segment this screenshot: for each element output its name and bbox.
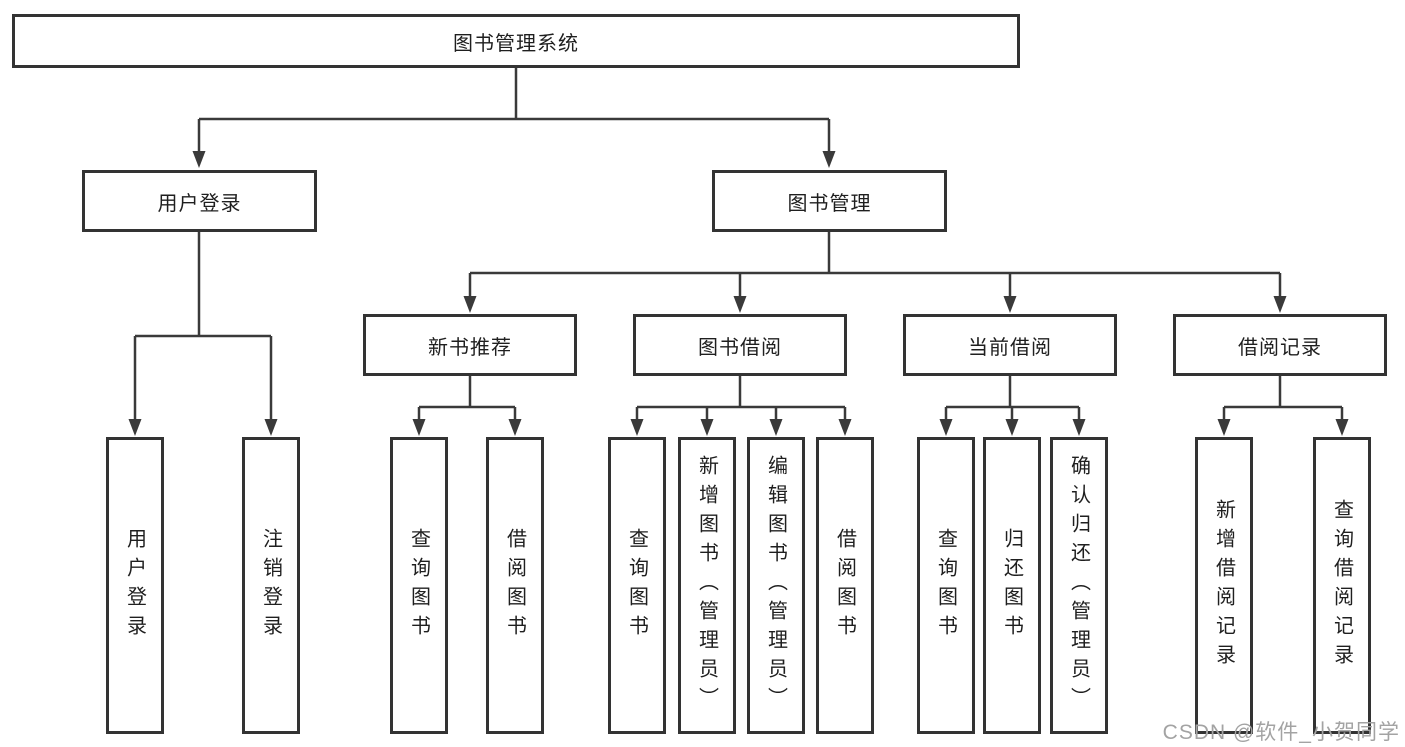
node-new-book-recommend: 新书推荐 [363,314,577,376]
node-root-system: 图书管理系统 [12,14,1020,68]
leaf-add-books-admin: 新增图书（管理员） [678,437,736,734]
leaf-logout-label: 注销登录 [259,527,282,644]
leaf-return-books-label: 归还图书 [1000,527,1023,644]
node-user-login-label: 用户登录 [157,192,242,215]
leaf-edit-books-admin-label: 编辑图书（管理员） [764,455,787,716]
node-root-label: 图书管理系统 [453,32,579,55]
node-borrow-records-label: 借阅记录 [1238,336,1322,359]
node-borrow-records: 借阅记录 [1173,314,1387,376]
leaf-confirm-return-admin: 确认归还（管理员） [1050,437,1108,734]
leaf-current-query-books: 查询图书 [917,437,975,734]
leaf-query-borrow-record: 查询借阅记录 [1313,437,1371,734]
leaf-add-books-admin-label: 新增图书（管理员） [695,455,718,716]
leaf-recommend-query-books-label: 查询图书 [407,527,430,644]
leaf-add-borrow-record: 新增借阅记录 [1195,437,1253,734]
node-current-borrow: 当前借阅 [903,314,1117,376]
leaf-logout: 注销登录 [242,437,300,734]
leaf-return-books: 归还图书 [983,437,1041,734]
leaf-borrow-books: 借阅图书 [816,437,874,734]
node-book-borrow-label: 图书借阅 [698,336,782,359]
leaf-borrow-query-books-label: 查询图书 [625,527,648,644]
leaf-edit-books-admin: 编辑图书（管理员） [747,437,805,734]
node-user-login: 用户登录 [82,170,317,232]
leaf-user-login: 用户登录 [106,437,164,734]
node-current-borrow-label: 当前借阅 [968,336,1052,359]
csdn-watermark: CSDN @软件_小贺同学 [1162,721,1400,744]
leaf-query-borrow-record-label: 查询借阅记录 [1330,498,1353,673]
leaf-borrow-books-label: 借阅图书 [833,527,856,644]
leaf-recommend-borrow-books: 借阅图书 [486,437,544,734]
leaf-recommend-query-books: 查询图书 [390,437,448,734]
leaf-user-login-label: 用户登录 [123,527,146,644]
leaf-confirm-return-admin-label: 确认归还（管理员） [1067,455,1090,716]
node-new-book-recommend-label: 新书推荐 [428,336,512,359]
node-book-management: 图书管理 [712,170,947,232]
leaf-add-borrow-record-label: 新增借阅记录 [1212,498,1235,673]
leaf-borrow-query-books: 查询图书 [608,437,666,734]
node-book-management-label: 图书管理 [787,192,872,215]
leaf-current-query-books-label: 查询图书 [934,527,957,644]
leaf-recommend-borrow-books-label: 借阅图书 [503,527,526,644]
node-book-borrow: 图书借阅 [633,314,847,376]
